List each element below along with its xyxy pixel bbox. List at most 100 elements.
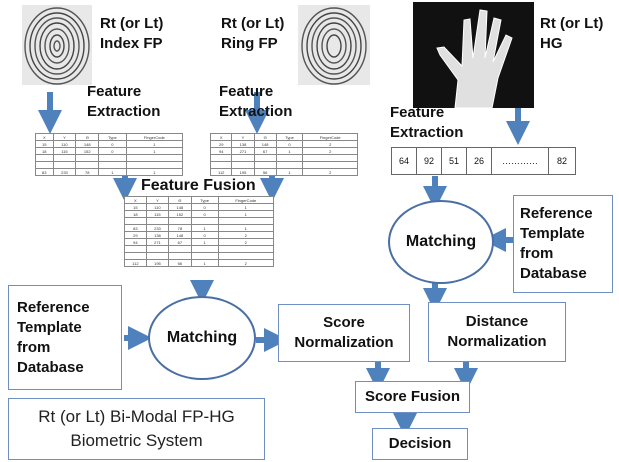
table-cell: 18 bbox=[35, 147, 54, 155]
table-cell bbox=[217, 245, 275, 253]
table-cell bbox=[168, 217, 192, 225]
table-cell bbox=[124, 217, 147, 225]
table-cell bbox=[190, 245, 219, 253]
reference-template-left-box: Reference Template from Database bbox=[8, 285, 122, 390]
table-cell bbox=[125, 154, 184, 162]
col-header: Θ bbox=[168, 196, 192, 204]
table-cell: 233 bbox=[52, 168, 77, 176]
table-cell: 1 bbox=[190, 238, 219, 246]
table-cell: 15 bbox=[35, 140, 54, 148]
vector-cell: ………… bbox=[492, 148, 549, 174]
table-row bbox=[124, 217, 275, 225]
table-cell: 29 bbox=[209, 140, 233, 148]
system-title-box: Rt (or Lt) Bi-Modal FP-HG Biometric Syst… bbox=[8, 398, 265, 460]
table-cell bbox=[75, 161, 100, 169]
table-cell: 94 bbox=[124, 238, 147, 246]
table-cell: 1 bbox=[275, 147, 304, 155]
table-cell bbox=[190, 217, 219, 225]
table-cell bbox=[190, 252, 219, 260]
table-cell bbox=[253, 154, 277, 162]
table-row bbox=[35, 154, 184, 162]
table-cell bbox=[217, 252, 275, 260]
table-row bbox=[209, 161, 358, 169]
table-cell bbox=[209, 161, 233, 169]
table-cell: 148 bbox=[253, 140, 277, 148]
col-header: Y bbox=[52, 133, 77, 141]
hg-label: Rt (or Lt) HG bbox=[540, 15, 604, 52]
table-cell: 78 bbox=[75, 168, 100, 176]
table-cell: 115 bbox=[52, 147, 77, 155]
table-cell bbox=[52, 161, 77, 169]
table-cell: 2 bbox=[217, 231, 275, 239]
vector-cell: 26 bbox=[467, 148, 492, 174]
table-header-row: X Y Θ Type FingerCode bbox=[35, 133, 184, 141]
table-cell bbox=[75, 154, 100, 162]
table-cell bbox=[275, 154, 304, 162]
table-row bbox=[35, 161, 184, 169]
table-cell: 18 bbox=[124, 210, 147, 218]
table-cell: 94 bbox=[209, 147, 233, 155]
table-cell: 1 bbox=[125, 140, 184, 148]
table-cell: 67 bbox=[168, 238, 192, 246]
table-cell: 195 bbox=[231, 168, 255, 176]
table-cell: 148 bbox=[168, 231, 192, 239]
table-header-row: X Y Θ Type FingerCode bbox=[124, 196, 275, 204]
table-cell: 1 bbox=[190, 259, 219, 267]
table-cell: 233 bbox=[145, 224, 170, 232]
col-header: Y bbox=[231, 133, 255, 141]
table-cell: 148 bbox=[168, 203, 192, 211]
vector-cell: 92 bbox=[417, 148, 442, 174]
table-cell: 152 bbox=[168, 210, 192, 218]
table-cell: 138 bbox=[231, 140, 255, 148]
table-cell: 148 bbox=[75, 140, 100, 148]
table-cell: 2 bbox=[217, 238, 275, 246]
table-cell bbox=[98, 161, 127, 169]
table-cell: 0 bbox=[190, 231, 219, 239]
decision-box: Decision bbox=[372, 428, 468, 460]
col-header: X bbox=[209, 133, 233, 141]
table-cell bbox=[302, 161, 358, 169]
table-cell: 1 bbox=[217, 210, 275, 218]
matching-right-node: Matching bbox=[388, 200, 494, 284]
col-header: Θ bbox=[253, 133, 277, 141]
col-header: X bbox=[35, 133, 54, 141]
col-header: FingerCode bbox=[125, 133, 184, 141]
score-fusion-box: Score Fusion bbox=[355, 381, 470, 413]
table-cell bbox=[145, 217, 170, 225]
table-cell: 115 bbox=[145, 210, 170, 218]
hand-geometry-image bbox=[413, 2, 534, 109]
table-cell: 0 bbox=[190, 210, 219, 218]
table-cell bbox=[275, 161, 304, 169]
table-row bbox=[124, 245, 275, 253]
table-cell: 2 bbox=[217, 259, 275, 267]
ring-fp-label: Rt (or Lt) Ring FP bbox=[221, 15, 285, 52]
table-cell: 110 bbox=[52, 140, 77, 148]
table-cell: 112 bbox=[209, 168, 233, 176]
table-cell bbox=[168, 252, 192, 260]
index-fingerprint-image bbox=[22, 5, 92, 85]
vector-cell: 51 bbox=[442, 148, 467, 174]
col-header: Type bbox=[275, 133, 304, 141]
index-fp-label: Rt (or Lt) Index FP bbox=[100, 15, 164, 52]
table-cell: 67 bbox=[253, 147, 277, 155]
score-normalization-box: Score Normalization bbox=[278, 304, 410, 362]
table-cell: 0 bbox=[275, 140, 304, 148]
table-cell bbox=[35, 154, 54, 162]
table-cell: 1 bbox=[125, 168, 184, 176]
col-header: X bbox=[124, 196, 147, 204]
table-cell: 1 bbox=[217, 203, 275, 211]
col-header: FingerCode bbox=[302, 133, 358, 141]
table-cell: 110 bbox=[145, 203, 170, 211]
vector-cell: 64 bbox=[392, 148, 417, 174]
table-cell bbox=[168, 245, 192, 253]
vector-cell: 82 bbox=[556, 156, 567, 166]
